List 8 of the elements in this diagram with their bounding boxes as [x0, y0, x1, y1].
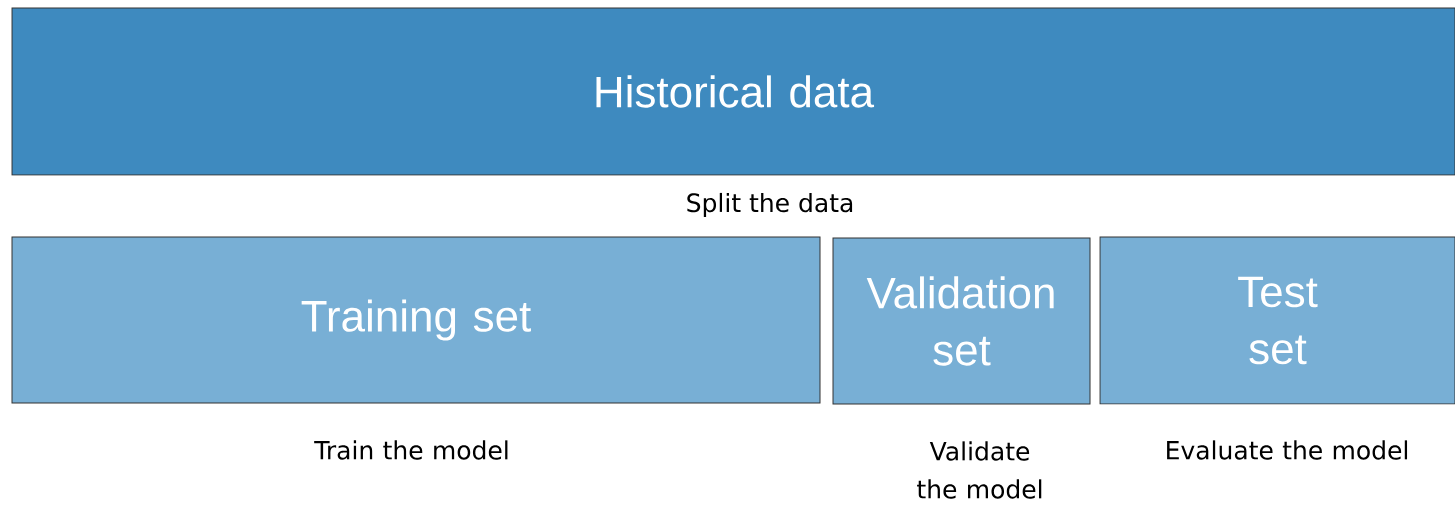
note-text: Split the data — [687, 192, 853, 218]
data-block: Validation set — [832, 237, 1091, 405]
data-block: Test set — [1099, 236, 1455, 405]
data-block: Training set — [11, 236, 821, 404]
step-caption: Train the model — [314, 440, 508, 460]
data-block: Historical data — [11, 7, 1455, 176]
step-caption: Validate the model — [917, 441, 1042, 499]
step-caption: Evaluate the model — [1167, 440, 1408, 460]
